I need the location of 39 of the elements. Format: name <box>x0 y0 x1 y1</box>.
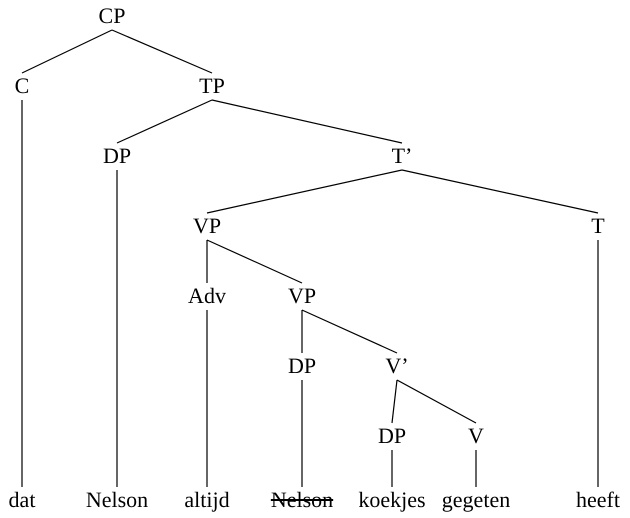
tree-label: VP <box>192 214 222 238</box>
tree-branch <box>116 99 212 144</box>
tree-label: DP <box>102 144 132 168</box>
tree-branch <box>116 170 118 487</box>
tree-branch <box>206 310 208 487</box>
tree-branch <box>206 240 208 283</box>
tree-branch <box>396 379 476 424</box>
struck-word: Nelson <box>270 488 334 512</box>
tree-label: heeft <box>576 488 620 512</box>
tree-label: DP <box>378 424 406 448</box>
tree-branch <box>391 450 393 487</box>
tree-label: C <box>14 74 30 98</box>
tree-label: Adv <box>188 284 226 308</box>
tree-label: altijd <box>184 488 230 512</box>
tree-branch <box>302 309 398 354</box>
tree-label: DP <box>288 354 316 378</box>
tree-branch <box>402 169 598 214</box>
tree-label: CP <box>98 4 126 28</box>
tree-label: T’ <box>392 144 412 168</box>
tree-label: V <box>468 424 484 448</box>
tree-branch <box>391 380 398 424</box>
tree-label: V’ <box>385 354 409 378</box>
tree-branch <box>597 240 599 487</box>
tree-label: TP <box>199 74 225 98</box>
tree-label: T <box>591 214 605 238</box>
tree-branch <box>206 169 402 214</box>
tree-label: VP <box>288 284 316 308</box>
tree-branch <box>475 450 477 487</box>
tree-branch <box>22 29 112 74</box>
tree-label: dat <box>8 488 36 512</box>
tree-label: gegeten <box>442 488 510 512</box>
tree-branch <box>301 380 303 487</box>
tree-label: Nelson <box>86 488 148 512</box>
tree-branch <box>212 99 402 144</box>
tree-label: koekjes <box>358 488 426 512</box>
tree-branch <box>112 29 212 74</box>
tree-branch <box>206 239 302 284</box>
tree-branch <box>21 100 23 487</box>
tree-branch <box>301 310 303 353</box>
